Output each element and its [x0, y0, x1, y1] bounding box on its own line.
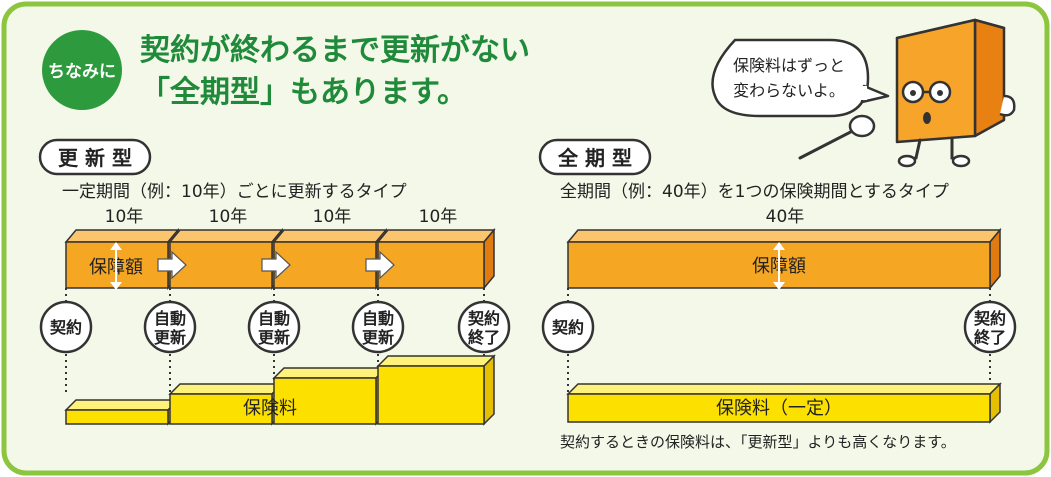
badge-text: ちなみに [48, 62, 116, 82]
marker-line2: 終了 [974, 328, 1006, 347]
marker-line2: 更新 [258, 328, 290, 347]
renewal-coverage-box [376, 227, 496, 291]
marker-line1: 契約 [467, 309, 500, 328]
timeline-marker: 契約 [541, 300, 595, 354]
renewal-title: 更 新 型 [58, 146, 132, 170]
whole-period-label: 40年 [766, 207, 805, 227]
speech-bubble: 保険料はずっと 変わらないよ。 [711, 38, 890, 118]
renewal-title-pill: 更 新 型 [38, 138, 152, 176]
speech-line1: 保険料はずっと [733, 56, 845, 75]
renewal-markers: 契約自動更新自動更新自動更新契約終了 [39, 300, 511, 354]
whole-premium-box [566, 382, 1002, 424]
renewal-premium-step [376, 354, 496, 426]
marker-line2: 終了 [468, 328, 500, 347]
renewal-premium-boxes [64, 354, 496, 426]
speech-line2: 変わらないよ。 [733, 81, 845, 100]
renewal-period-label: 10年 [209, 207, 248, 227]
marker-line2: 更新 [154, 328, 186, 347]
whole-description: 全期間（例：40年）を1つの保険期間とするタイプ [560, 182, 949, 202]
renewal-period-label: 10年 [419, 207, 458, 227]
renewal-description: 一定期間（例：10年）ごとに更新するタイプ [62, 182, 407, 202]
renewal-period-labels: 10年 10年 10年 10年 [105, 207, 458, 227]
renewal-arrow-icon [261, 250, 291, 280]
whole-title-pill: 全 期 型 [538, 138, 652, 176]
renewal-arrow-icon [157, 250, 187, 280]
whole-markers: 契約契約終了 [541, 300, 1017, 354]
whole-coverage-arrow [773, 242, 785, 290]
marker-line1: 契約 [551, 318, 584, 337]
timeline-marker: 契約 [39, 300, 93, 354]
whole-note: 契約するときの保険料は、「更新型」よりも高くなります。 [560, 433, 956, 451]
renewal-premium-step [64, 398, 180, 426]
renewal-period-label: 10年 [105, 207, 144, 227]
renewal-premium-label: 保険料 [243, 398, 297, 419]
whole-title: 全 期 型 [557, 146, 632, 170]
marker-line1: 契約 [973, 309, 1006, 328]
renewal-period-label: 10年 [313, 207, 352, 227]
whole-premium-label: 保険料（一定） [716, 398, 842, 419]
renewal-coverage-arrow [110, 242, 122, 290]
renewal-arrow-icon [365, 250, 395, 280]
cube-mascot [798, 18, 1016, 168]
headline-line2: 「全期型」もあります。 [140, 75, 467, 110]
marker-line2: 更新 [362, 328, 394, 347]
marker-line1: 自動 [258, 309, 290, 328]
marker-line1: 自動 [362, 309, 394, 328]
marker-line1: 自動 [154, 309, 186, 328]
badge: ちなみに [42, 30, 122, 110]
headline-line1: 契約が終わるまで更新がない [140, 33, 530, 68]
marker-line1: 契約 [49, 318, 82, 337]
renewal-coverage-boxes [64, 227, 496, 291]
